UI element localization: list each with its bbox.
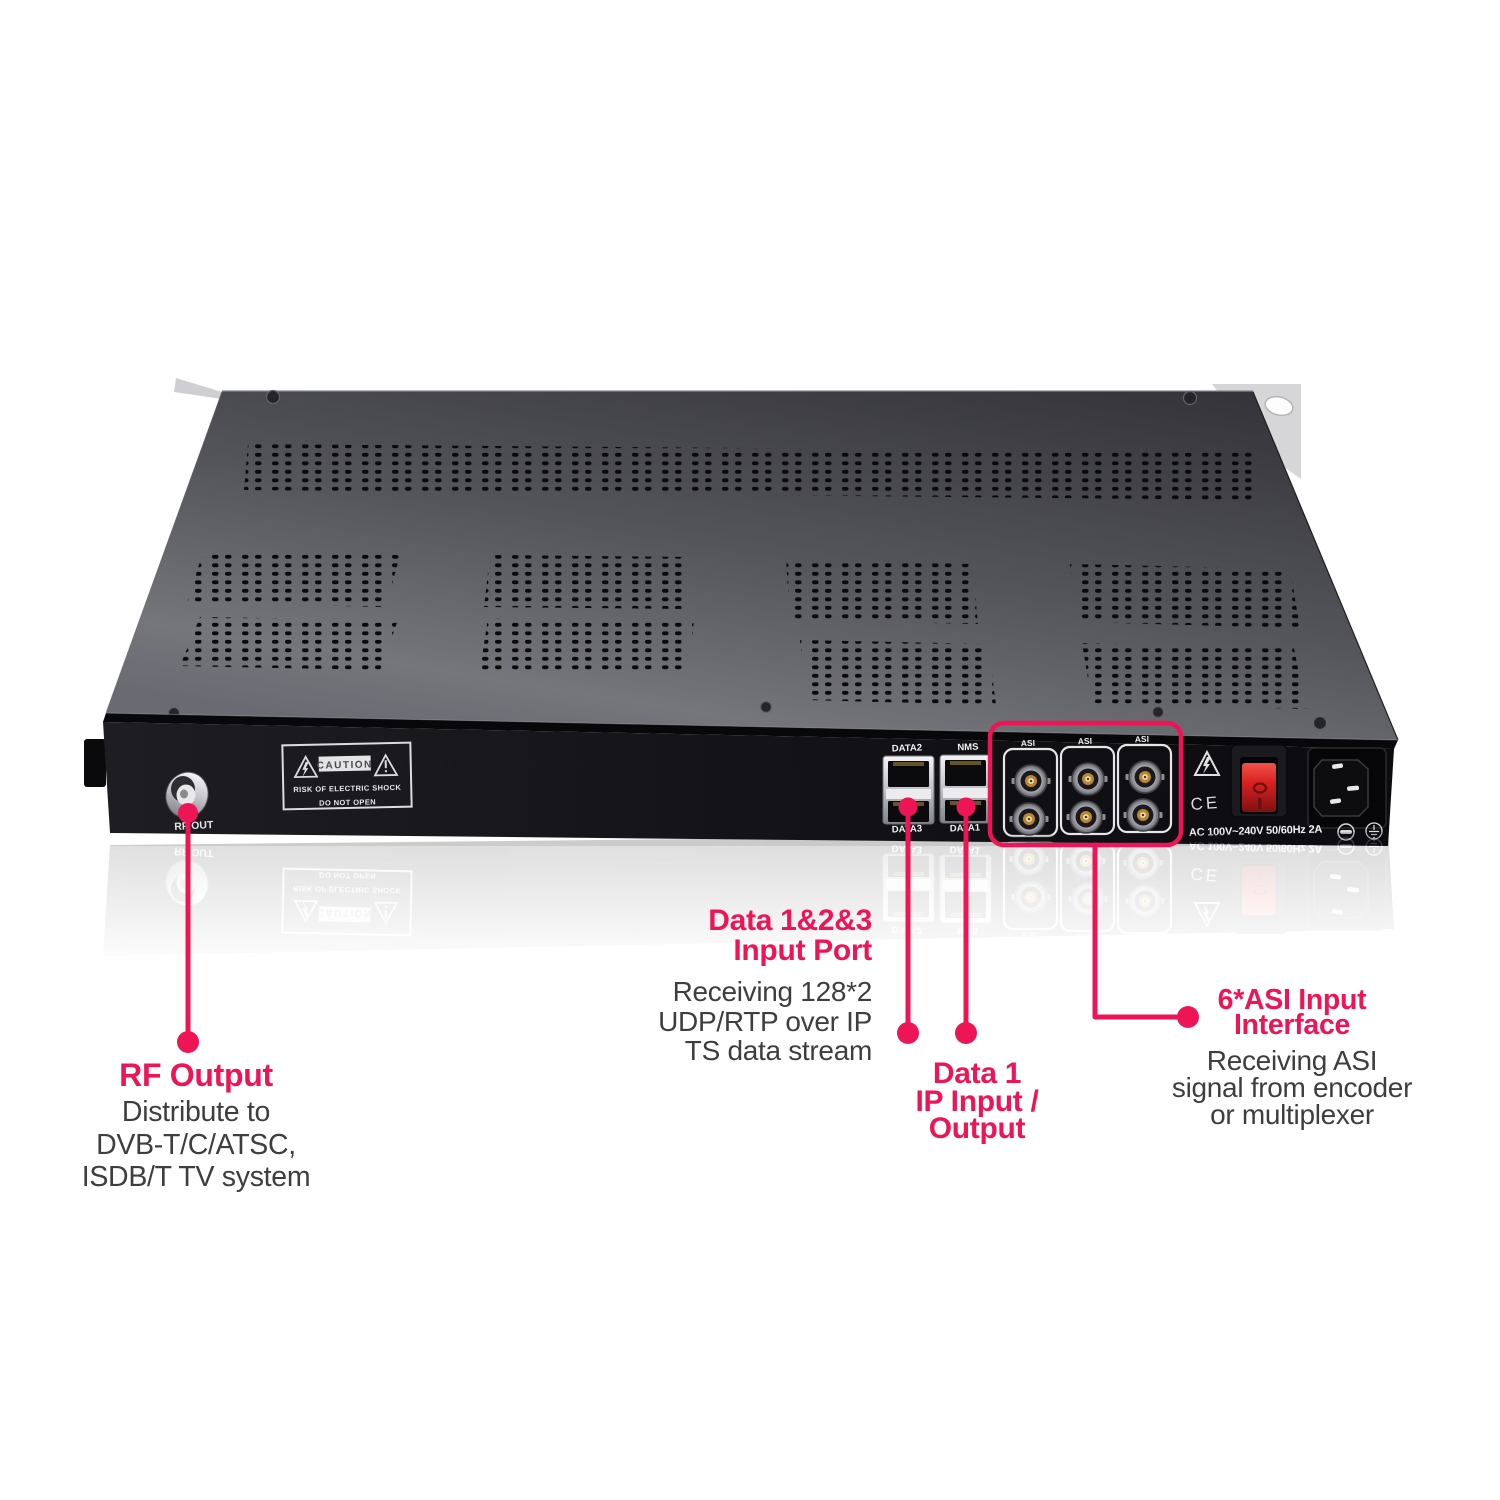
- rf-out-label: RF OUT: [174, 819, 214, 833]
- callout-body: Distribute to DVB-T/C/ATSC, ISDB/T TV sy…: [56, 1096, 336, 1194]
- callout-dot: [178, 803, 198, 823]
- data2-label: DATA2: [892, 742, 923, 754]
- callout-dot: [955, 1022, 977, 1044]
- asi-label-3: ASI: [1135, 734, 1150, 744]
- callout-dot: [898, 797, 918, 817]
- annotation-overlays: [177, 720, 1199, 1053]
- callout-line: UDP/RTP over IP: [658, 1005, 872, 1037]
- lightning-triangle-icon: [293, 754, 319, 779]
- ce-mark: CE: [1190, 793, 1221, 814]
- vent-grids: [180, 444, 1306, 709]
- callout-dot: [956, 797, 976, 817]
- callout-title: 6*ASI Input Interface: [1136, 984, 1448, 1041]
- callout-asi-input: 6*ASI Input Interface Receiving ASI sign…: [1136, 984, 1448, 1130]
- iec-power-inlet: [1307, 747, 1387, 829]
- callout-dot: [897, 1022, 919, 1044]
- callout-line: TS data stream: [684, 1035, 873, 1066]
- callout-title-line: 6*ASI Input: [1217, 984, 1367, 1016]
- callout-title-line: Output: [928, 1112, 1026, 1145]
- callout-dot: [177, 1031, 199, 1053]
- callout-body: Receiving ASI signal from encoder or mul…: [1136, 1045, 1448, 1130]
- callout-body: Receiving 128*2 UDP/RTP over IP TS data …: [580, 977, 872, 1066]
- switch-on-mark: [1258, 798, 1262, 809]
- callout-line: DVB-T/C/ATSC,: [96, 1128, 296, 1161]
- callout-title-line: Data 1: [932, 1057, 1022, 1090]
- power-switch: [1230, 744, 1288, 818]
- callout-line: signal from encoder: [1171, 1072, 1413, 1103]
- callout-title-line: Input Port: [733, 934, 872, 967]
- rf-out-connector: RF OUT: [165, 771, 214, 833]
- callout-title: Data 1 IP Input / Output: [872, 1057, 1082, 1145]
- screws: [167, 389, 1328, 731]
- callout-line: Distribute to: [121, 1096, 271, 1128]
- callout-title: RF Output: [119, 1057, 273, 1093]
- callout-title-line: Interface: [1233, 1009, 1351, 1041]
- exclamation-triangle-icon: [373, 753, 399, 777]
- asi-label-1: ASI: [1021, 738, 1036, 748]
- callout-line: or multiplexer: [1210, 1099, 1374, 1130]
- warning-triangle-icon: [1193, 749, 1221, 776]
- callout-data1-io: Data 1 IP Input / Output: [872, 1057, 1082, 1145]
- callout-rf-output: RF Output Distribute to DVB-T/C/ATSC, IS…: [56, 1058, 336, 1194]
- nms-label: NMS: [957, 742, 978, 754]
- callout-title: Data 1&2&3 Input Port: [580, 906, 872, 966]
- caution-line2: DO NOT OPEN: [319, 797, 376, 807]
- rack-ear-left: [84, 378, 222, 787]
- callout-title-line: IP Input /: [915, 1084, 1039, 1118]
- caution-label: CAUTION RISK OF ELECTRIC SHOCK DO NOT OP…: [281, 741, 413, 811]
- reflection-fade: [56, 846, 1448, 994]
- asi-bnc-group: ASI ASI ASI: [1002, 734, 1173, 838]
- callout-line: ISDB/T TV system: [81, 1161, 311, 1193]
- callout-title-line: Data 1&2&3: [708, 904, 872, 937]
- callout-line-asi: [1092, 842, 1189, 1020]
- caution-title: CAUTION: [317, 759, 373, 771]
- caution-line1: RISK OF ELECTRIC SHOCK: [293, 783, 401, 794]
- callout-line: Receiving ASI: [1206, 1045, 1378, 1076]
- switch-off-mark: [1252, 782, 1268, 794]
- asi-label-2: ASI: [1078, 736, 1093, 746]
- callout-line: Receiving 128*2: [672, 976, 873, 1007]
- asi-highlight-box: [987, 720, 1184, 848]
- device-top-face: [103, 389, 1399, 749]
- callout-data-input-port: Data 1&2&3 Input Port Receiving 128*2 UD…: [580, 906, 872, 1066]
- callout-dot: [1177, 1006, 1199, 1028]
